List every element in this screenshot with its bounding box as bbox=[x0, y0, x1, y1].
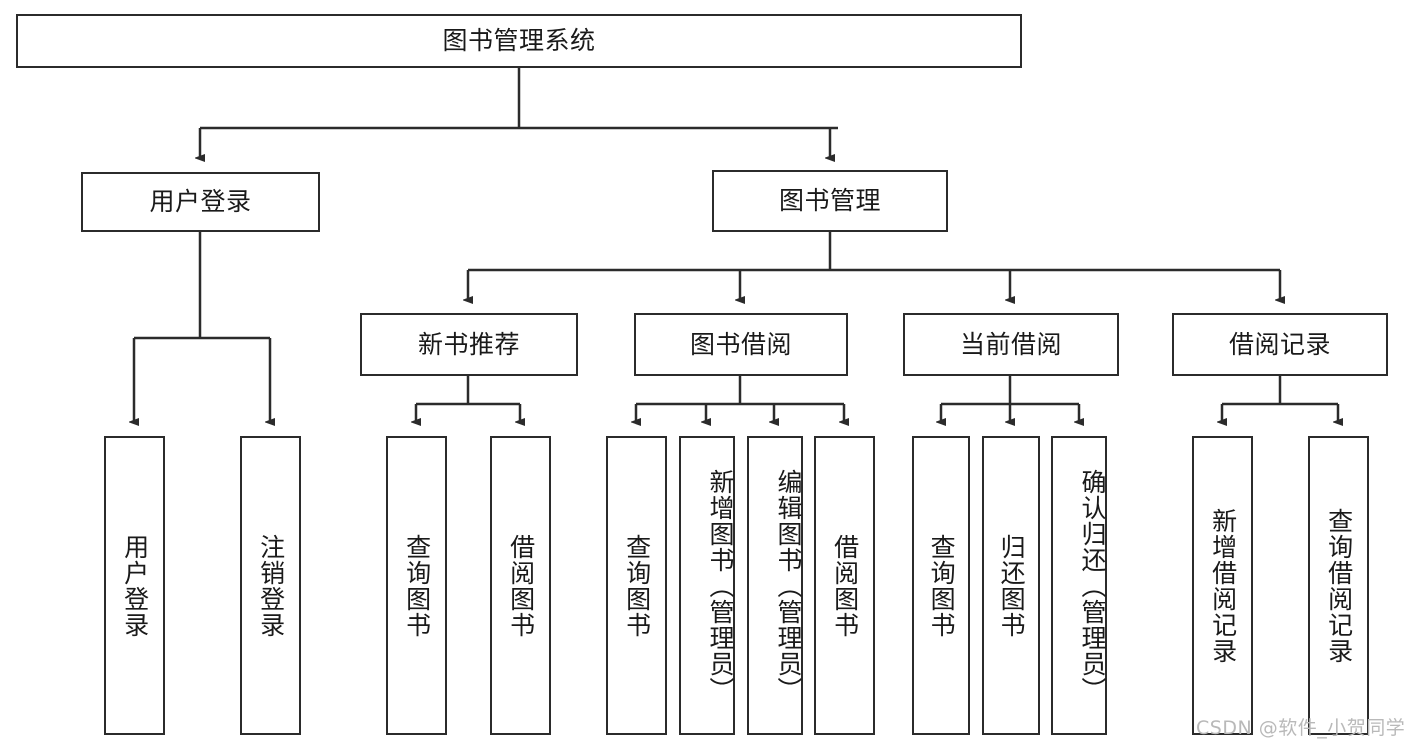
leaf-logout-login[interactable]: 注销登录 bbox=[240, 436, 301, 735]
leaf-query-book-borrow[interactable]: 查询图书 bbox=[606, 436, 667, 735]
node-label: 图书管理系统 bbox=[442, 26, 596, 56]
leaf-query-book-recommend[interactable]: 查询图书 bbox=[386, 436, 447, 735]
node-label: 编辑图书（管理员） bbox=[774, 468, 803, 703]
node-label: 归还图书 bbox=[997, 533, 1027, 638]
leaf-user-login[interactable]: 用户登录 bbox=[104, 436, 165, 735]
node-label: 查询图书 bbox=[622, 533, 652, 638]
node-root-system[interactable]: 图书管理系统 bbox=[16, 14, 1022, 68]
node-borrow-records[interactable]: 借阅记录 bbox=[1172, 313, 1388, 376]
watermark: CSDN @软件_小贺同学 bbox=[1196, 717, 1405, 739]
node-user-login[interactable]: 用户登录 bbox=[81, 172, 320, 232]
node-label: 新增借阅记录 bbox=[1208, 507, 1238, 664]
node-label: 图书管理 bbox=[778, 186, 881, 216]
leaf-edit-book-admin[interactable]: 编辑图书（管理员） bbox=[747, 436, 803, 735]
node-new-book-recommend[interactable]: 新书推荐 bbox=[360, 313, 578, 376]
node-label: 借阅图书 bbox=[830, 533, 860, 638]
node-label: 当前借阅 bbox=[959, 329, 1062, 359]
leaf-borrow-book[interactable]: 借阅图书 bbox=[814, 436, 875, 735]
node-label: 新增图书（管理员） bbox=[706, 468, 735, 703]
node-label: 借阅记录 bbox=[1228, 329, 1331, 359]
leaf-confirm-return-admin[interactable]: 确认归还（管理员） bbox=[1051, 436, 1107, 735]
node-label: 确认归还（管理员） bbox=[1078, 468, 1107, 703]
node-book-management[interactable]: 图书管理 bbox=[712, 170, 948, 232]
node-current-borrow[interactable]: 当前借阅 bbox=[903, 313, 1119, 376]
leaf-add-borrow-record[interactable]: 新增借阅记录 bbox=[1192, 436, 1253, 735]
node-label: 注销登录 bbox=[256, 533, 286, 638]
leaf-query-book-current[interactable]: 查询图书 bbox=[912, 436, 970, 735]
node-label: 查询图书 bbox=[927, 533, 957, 638]
node-book-borrow[interactable]: 图书借阅 bbox=[634, 313, 848, 376]
leaf-add-book-admin[interactable]: 新增图书（管理员） bbox=[679, 436, 735, 735]
node-label: 查询图书 bbox=[402, 533, 432, 638]
node-label: 查询借阅记录 bbox=[1324, 507, 1354, 664]
node-label: 借阅图书 bbox=[506, 533, 536, 638]
leaf-borrow-book-recommend[interactable]: 借阅图书 bbox=[490, 436, 551, 735]
node-label: 新书推荐 bbox=[417, 329, 520, 359]
node-label: 用户登录 bbox=[149, 187, 252, 217]
leaf-return-book[interactable]: 归还图书 bbox=[982, 436, 1040, 735]
leaf-query-borrow-record[interactable]: 查询借阅记录 bbox=[1308, 436, 1369, 735]
node-label: 图书借阅 bbox=[689, 329, 792, 359]
node-label: 用户登录 bbox=[120, 533, 150, 638]
